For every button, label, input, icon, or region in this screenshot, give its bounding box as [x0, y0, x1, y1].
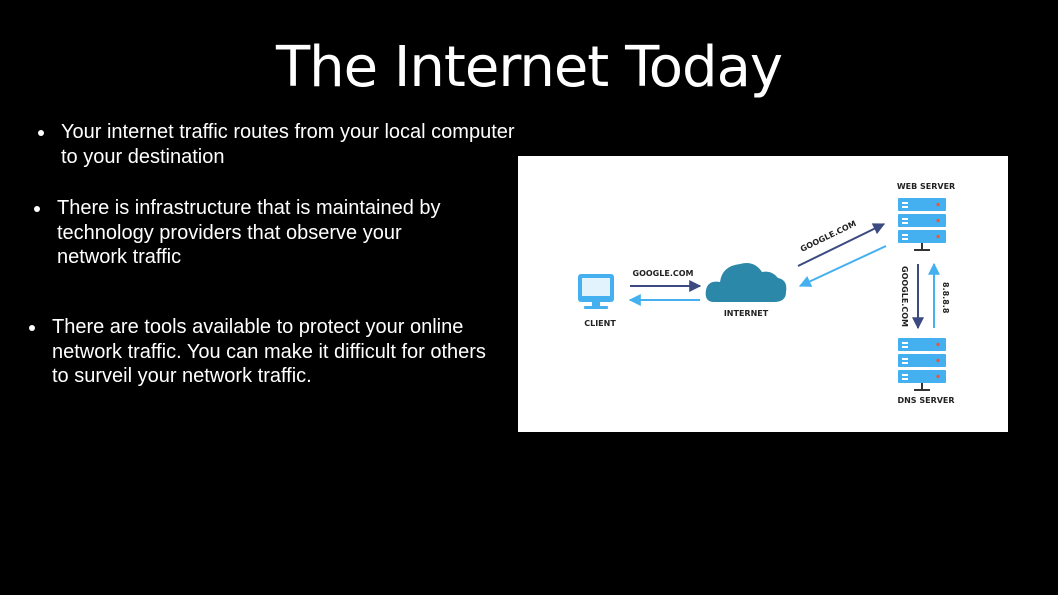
bullet-item: Your internet traffic routes from your l…: [38, 120, 518, 170]
client-computer-icon: [578, 274, 614, 309]
arrow-webserver-to-internet: [798, 245, 887, 287]
internet-cloud-icon: [705, 263, 787, 302]
arrow-internet-to-webserver: [797, 223, 886, 267]
dns-server-label: DNS SERVER: [897, 396, 954, 405]
web-server-icon: [898, 198, 946, 251]
dns-server-icon: [898, 338, 946, 391]
network-diagram-svg: CLIENT GOOGLE.COM INTERNET GOOGLE.COM WE…: [578, 182, 955, 405]
bullet-item: There are tools available to protect you…: [29, 315, 509, 415]
network-diagram: CLIENT GOOGLE.COM INTERNET GOOGLE.COM WE…: [518, 156, 1008, 432]
bullet-text: There are tools available to protect you…: [52, 316, 486, 387]
bullet-dot: [29, 325, 35, 331]
client-to-internet-label: GOOGLE.COM: [633, 269, 694, 278]
webserver-to-dns-label: GOOGLE.COM: [900, 266, 909, 327]
slide-title: The Internet Today: [275, 35, 783, 100]
dns-to-webserver-label: 8.8.8.8: [941, 282, 950, 314]
internet-to-webserver-label: GOOGLE.COM: [799, 219, 858, 254]
client-label: CLIENT: [584, 319, 616, 328]
internet-label: INTERNET: [724, 309, 769, 318]
bullet-dot: [34, 206, 40, 212]
bullet-item: There is infrastructure that is maintain…: [34, 196, 454, 272]
bullet-text: There is infrastructure that is maintain…: [57, 197, 441, 268]
web-server-label: WEB SERVER: [897, 182, 955, 191]
bullet-text: Your internet traffic routes from your l…: [61, 121, 515, 168]
bullet-dot: [38, 130, 44, 136]
